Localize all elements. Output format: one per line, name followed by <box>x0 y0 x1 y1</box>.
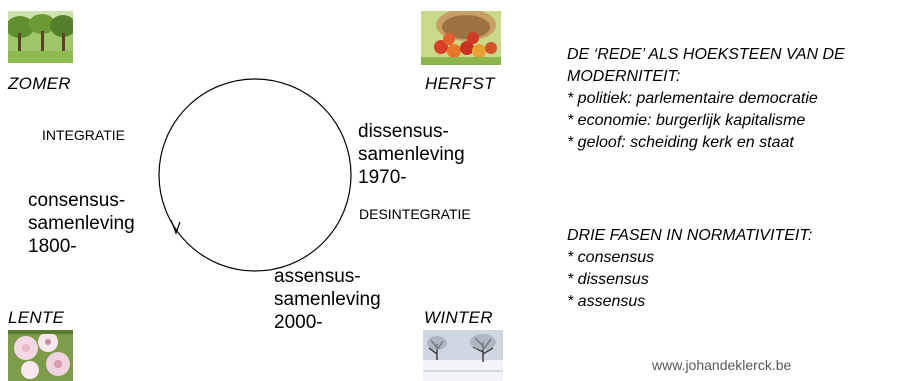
dissensus-phase-line1: dissensus- <box>358 121 449 142</box>
assensus-phase-line2: samenleving <box>274 289 381 310</box>
summer-orchard-photo <box>8 11 73 63</box>
autumn-apple-basket-photo <box>421 11 501 65</box>
consensus-phase-line2: samenleving <box>28 213 135 234</box>
season-label-herfst: HERFST <box>425 74 495 93</box>
season-label-lente: LENTE <box>8 308 65 327</box>
consensus-phase-line3: 1800- <box>28 236 77 257</box>
assensus-phase-line1: assensus- <box>274 266 361 287</box>
winter-snow-trees-photo <box>423 330 503 381</box>
consensus-phase: consensus- samenleving 1800- <box>28 189 135 258</box>
modernity-title-line1: DE ‘REDE’ ALS HOEKSTEEN VAN DE <box>567 46 845 63</box>
integratie-label: INTEGRATIE <box>42 127 125 143</box>
normativity-item: * consensus <box>567 249 655 266</box>
modernity-block: DE ‘REDE’ ALS HOEKSTEEN VAN DE MODERNITE… <box>567 44 845 154</box>
normativity-title: DRIE FASEN IN NORMATIVITEIT: <box>567 227 813 244</box>
website-url: www.johandeklerck.be <box>652 357 792 373</box>
normativity-item: * dissensus <box>567 271 649 288</box>
desintegratie-label: DESINTEGRATIE <box>359 206 471 222</box>
cycle-ring <box>158 78 352 272</box>
modernity-title-line2: MODERNITEIT: <box>567 68 681 85</box>
dissensus-phase-line2: samenleving <box>358 144 465 165</box>
modernity-item: * economie: burgerlijk kapitalisme <box>567 112 806 129</box>
spring-blossom-photo <box>8 330 73 381</box>
assensus-phase-line3: 2000- <box>274 312 323 333</box>
normativity-block: DRIE FASEN IN NORMATIVITEIT: * consensus… <box>567 225 812 313</box>
modernity-item: * geloof: scheiding kerk en staat <box>567 134 794 151</box>
dissensus-phase-line3: 1970- <box>358 167 407 188</box>
cycle-arrowhead <box>170 219 181 235</box>
dissensus-phase: dissensus- samenleving 1970- <box>358 120 465 189</box>
consensus-phase-line1: consensus- <box>28 190 126 211</box>
modernity-item: * politiek: parlementaire democratie <box>567 90 818 107</box>
season-label-zomer: ZOMER <box>8 74 71 93</box>
assensus-phase: assensus- samenleving 2000- <box>274 265 381 334</box>
normativity-item: * assensus <box>567 293 646 310</box>
season-label-winter: WINTER <box>424 308 493 327</box>
